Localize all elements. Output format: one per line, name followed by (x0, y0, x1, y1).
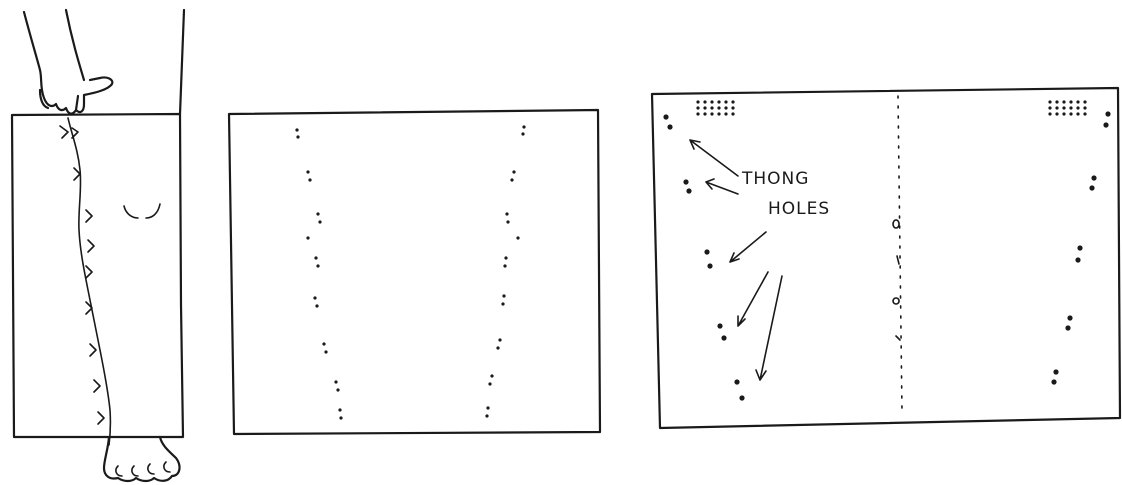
hand-drawing (24, 10, 112, 114)
toes-drawing (116, 462, 170, 476)
stitch-marks (60, 126, 104, 424)
knee-mark (124, 204, 160, 218)
panel-hide-marked (229, 110, 600, 434)
right-thong-holes (1051, 111, 1110, 384)
arrow-5 (756, 276, 782, 380)
foot-drawing (104, 437, 179, 481)
hide-outline-2 (229, 110, 600, 434)
center-fold-line (898, 96, 902, 412)
top-right-hole-grid (1048, 100, 1086, 115)
annotation-line-1: THONG (741, 169, 809, 189)
arrow-4 (738, 272, 768, 326)
arrow-1 (690, 140, 738, 176)
arrow-2 (706, 179, 738, 194)
panel-leg-tracing (12, 10, 184, 481)
fold-marks (893, 220, 900, 340)
thigh-outline-right (180, 10, 184, 114)
hide-outline-3 (652, 88, 1120, 428)
top-left-hole-grid (696, 100, 734, 115)
panel-thong-holes: THONG HOLES (652, 88, 1120, 428)
leg-contour-line (68, 118, 110, 445)
annotation-line-2: HOLES (768, 199, 830, 219)
right-hole-line (485, 125, 525, 417)
arrow-3 (730, 232, 766, 262)
left-hole-line (295, 128, 342, 419)
